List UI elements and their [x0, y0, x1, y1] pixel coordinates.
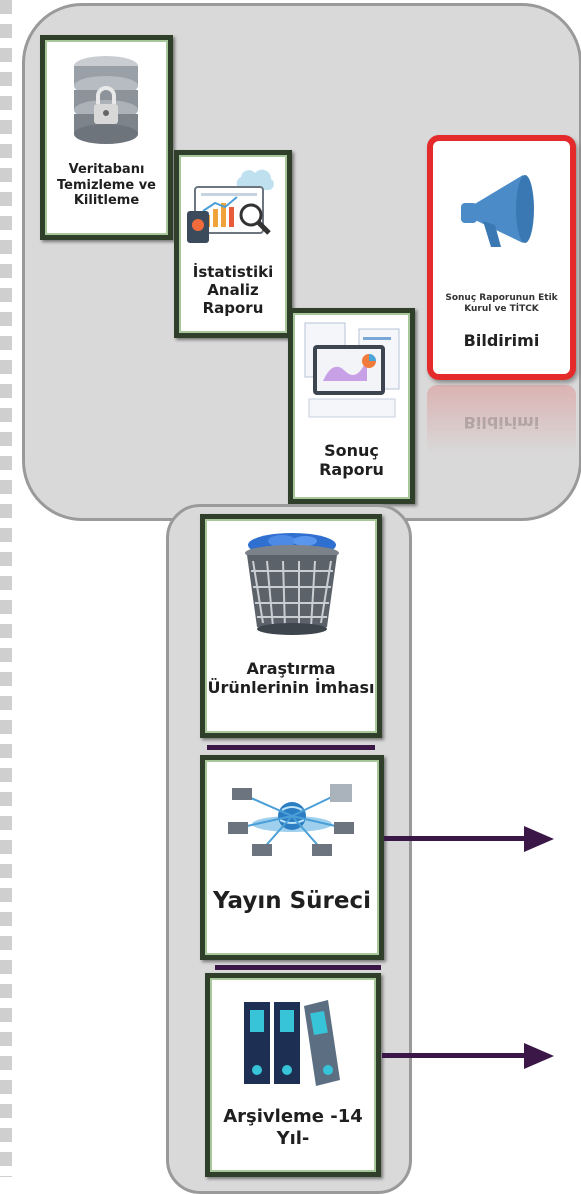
connector-bar	[215, 965, 381, 970]
card-big-label: Bildirimi	[463, 331, 540, 350]
archiving-arrow-head	[524, 1043, 554, 1069]
card-database-lock: Veritabanı Temizleme ve Kilitleme	[40, 35, 173, 240]
card-label: Veritabanı Temizleme ve Kilitleme	[57, 162, 156, 209]
database-lock-icon	[74, 56, 138, 144]
card-archiving: Arşivleme -14 Yıl-	[205, 973, 381, 1177]
trash-bin-icon	[245, 533, 339, 635]
card-notification: Sonuç Raporunun Etik Kurul ve TİTCK Bild…	[427, 135, 576, 380]
megaphone-icon	[461, 175, 534, 247]
dashed-left-border	[0, 0, 12, 1177]
card-label: Araştırma Ürünlerinin İmhası	[207, 659, 375, 698]
card-label: Sonuç Raporu	[319, 441, 384, 480]
card-label: Yayın Süreci	[212, 888, 371, 914]
archiving-arrow-line	[382, 1053, 526, 1058]
report-documents-icon	[304, 322, 400, 418]
card-result-report: Sonuç Raporu	[288, 308, 415, 504]
publication-arrow-head	[524, 826, 554, 852]
card-label: Arşivleme -14 Yıl-	[223, 1106, 363, 1149]
binders-icon	[244, 1000, 340, 1086]
card-small-label: Sonuç Raporunun Etik Kurul ve TİTCK	[445, 293, 558, 315]
reflection-text: Bildirimi	[463, 413, 540, 432]
publication-arrow-line	[384, 836, 526, 841]
card-statistics-report: İstatistiki Analiz Raporu	[174, 150, 292, 338]
card-publication: Yayın Süreci	[200, 755, 384, 960]
notification-reflection: Bildirimi	[427, 385, 576, 455]
connector-bar	[207, 745, 375, 750]
network-icon	[228, 784, 354, 856]
analytics-report-icon	[187, 169, 274, 243]
card-destruction: Araştırma Ürünlerinin İmhası	[200, 514, 382, 738]
card-label: İstatistiki Analiz Raporu	[192, 263, 274, 317]
